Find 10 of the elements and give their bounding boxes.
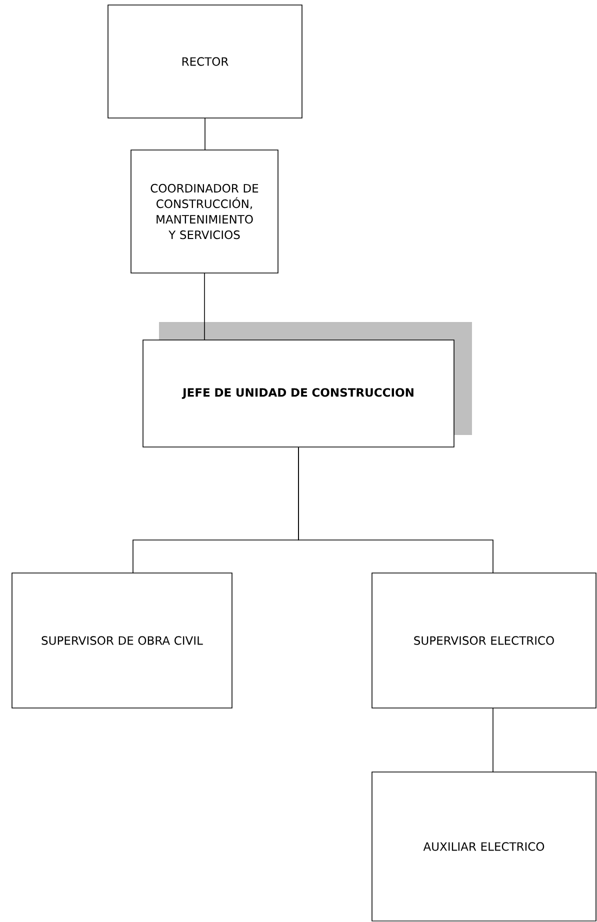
connector-line xyxy=(492,708,494,772)
org-box: SUPERVISOR DE OBRA CIVIL xyxy=(12,572,232,708)
org-box: RECTOR xyxy=(108,4,302,118)
org-box: JEFE DE UNIDAD DE CONSTRUCCION xyxy=(142,340,454,448)
org-box: COORDINADOR DE CONSTRUCCIÓN, MANTENIMIENTO Y SERVICIOS xyxy=(130,150,278,274)
org-box: AUXILIAR ELECTRICO xyxy=(372,772,596,922)
connector-line xyxy=(298,447,494,574)
org-box: SUPERVISOR ELECTRICO xyxy=(372,572,596,708)
connector-line xyxy=(204,118,206,150)
connector-line xyxy=(204,272,205,340)
